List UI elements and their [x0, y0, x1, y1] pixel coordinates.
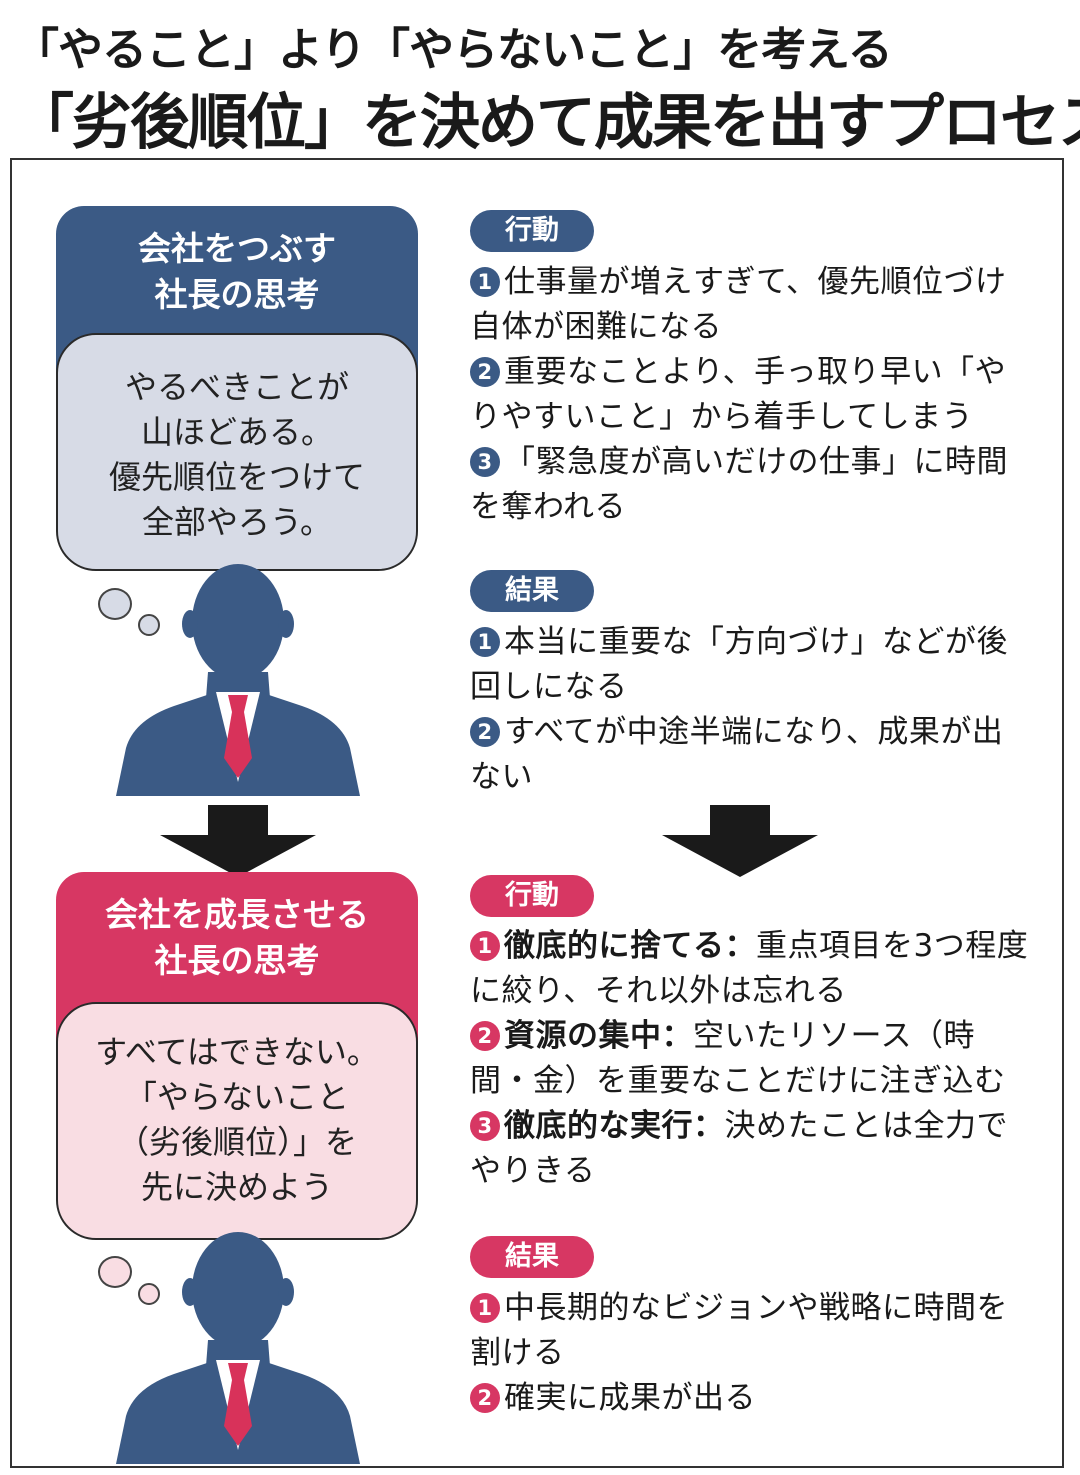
list-item-text: 空いたリソース（時間・金）を重要なことだけに注ぎ込む: [470, 1018, 1006, 1099]
thought-line: やるべきことが: [124, 368, 349, 406]
list-item-text: 中長期的なビジョンや戦略に時間を割ける: [470, 1290, 1008, 1371]
heading-line: 会社をつぶす: [138, 229, 336, 268]
good-ceo-action-tag: 行動: [470, 875, 594, 917]
number-badge: 1: [470, 627, 500, 657]
list-item-text: 本当に重要な「方向づけ」などが後回しになる: [470, 624, 1008, 705]
thought-line: （劣後順位）」を: [116, 1123, 357, 1161]
businessman-silhouette-icon: [116, 564, 360, 796]
number-badge: 2: [470, 1383, 500, 1413]
thought-bubble-icon: [98, 1256, 132, 1288]
number-badge: 1: [470, 267, 500, 297]
down-arrow-icon: [662, 805, 818, 877]
list-item-heading: 徹底的に捨てる：: [504, 928, 756, 964]
content-frame: [10, 158, 1064, 1468]
heading-line: 社長の思考: [154, 275, 320, 314]
number-badge: 1: [470, 931, 500, 961]
list-item-text: 「緊急度が高いだけの仕事」に時間を奪われる: [470, 444, 1008, 525]
bad-ceo-action-tag: 行動: [470, 210, 594, 252]
thought-line: 山ほどある。: [140, 413, 333, 451]
list-item-heading: 徹底的な実行：: [504, 1108, 725, 1144]
thought-bubble-icon: [138, 614, 160, 636]
diagram-title: 「劣後順位」を決めて成果を出すプロセス: [14, 88, 1080, 158]
thought-bubble-icon: [98, 588, 132, 620]
number-badge: 1: [470, 1293, 500, 1323]
list-item-text: 重点項目を3つ程度に絞り、それ以外は忘れる: [470, 928, 1029, 1009]
thought-line: 優先順位をつけて: [108, 458, 365, 496]
list-item-heading: 資源の集中：: [504, 1018, 693, 1054]
number-badge: 3: [470, 447, 500, 477]
number-badge: 2: [470, 717, 500, 747]
list-item-text: 確実に成果が出る: [504, 1380, 756, 1416]
good-ceo-result-tag: 結果: [470, 1236, 594, 1278]
businessman-silhouette-icon: [116, 1232, 360, 1464]
list-item-text: すべてが中途半端になり、成果が出ない: [470, 714, 1004, 795]
number-badge: 3: [470, 1111, 500, 1141]
thought-line: 「やらないこと: [124, 1078, 349, 1116]
bad-ceo-result-tag: 結果: [470, 570, 594, 612]
list-item-text: 重要なことより、手っ取り早い「やりやすいこと」から着手してしまう: [470, 354, 1007, 435]
number-badge: 2: [470, 357, 500, 387]
list-item: 3「緊急度が高いだけの仕事」に時間を奪われる: [470, 440, 1030, 530]
thought-line: 先に決めよう: [140, 1168, 333, 1206]
down-arrow-icon: [160, 805, 316, 877]
number-badge: 2: [470, 1021, 500, 1051]
diagram-subtitle: 「やること」より「やらないこと」を考える: [14, 23, 893, 76]
thought-bubble-icon: [138, 1283, 160, 1305]
bad-ceo-thought-bubble: やるべきことが 山ほどある。 優先順位をつけて 全部やろう。: [56, 333, 418, 571]
list-item-text: 仕事量が増えすぎて、優先順位づけ自体が困難になる: [470, 264, 1007, 345]
good-ceo-thought-bubble: すべてはできない。 「やらないこと （劣後順位）」を 先に決めよう: [56, 1002, 418, 1240]
heading-line: 社長の思考: [154, 941, 320, 980]
thought-line: 全部やろう。: [141, 503, 333, 541]
list-item-text: 決めたことは全力でやりきる: [470, 1108, 1008, 1189]
thought-line: すべてはできない。: [95, 1033, 379, 1071]
heading-line: 会社を成長させる: [105, 895, 369, 934]
